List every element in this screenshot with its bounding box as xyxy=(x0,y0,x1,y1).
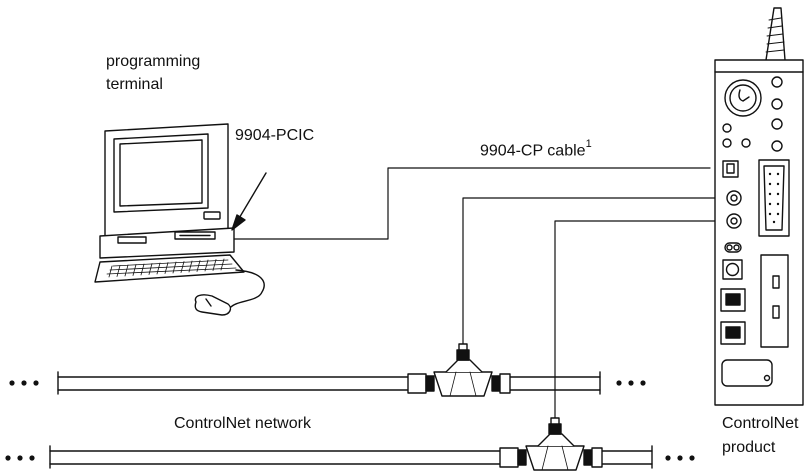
computer-icon xyxy=(94,123,265,316)
terminal-label-line1: programming xyxy=(106,53,201,70)
trunk-cable-a xyxy=(57,371,601,395)
cable-lines xyxy=(233,167,731,423)
cable-label: 9904-CP cable1 xyxy=(480,136,592,161)
controlnet-product-icon xyxy=(714,7,804,406)
ellipsis-dots xyxy=(5,380,695,461)
pcic-arrow xyxy=(231,172,267,231)
tap-b xyxy=(499,417,603,471)
terminal-label-line2: terminal xyxy=(106,76,163,93)
cable-label-text: 9904-CP cable xyxy=(480,142,586,160)
tap-a xyxy=(407,343,511,397)
product-label-line2: product xyxy=(722,439,776,456)
trunk-cable-b xyxy=(49,445,653,469)
cable-label-footnote: 1 xyxy=(585,138,592,150)
card-label: 9904-PCIC xyxy=(235,127,315,144)
network-label: ControlNet network xyxy=(174,415,311,432)
product-label-line1: ControlNet xyxy=(722,415,799,432)
